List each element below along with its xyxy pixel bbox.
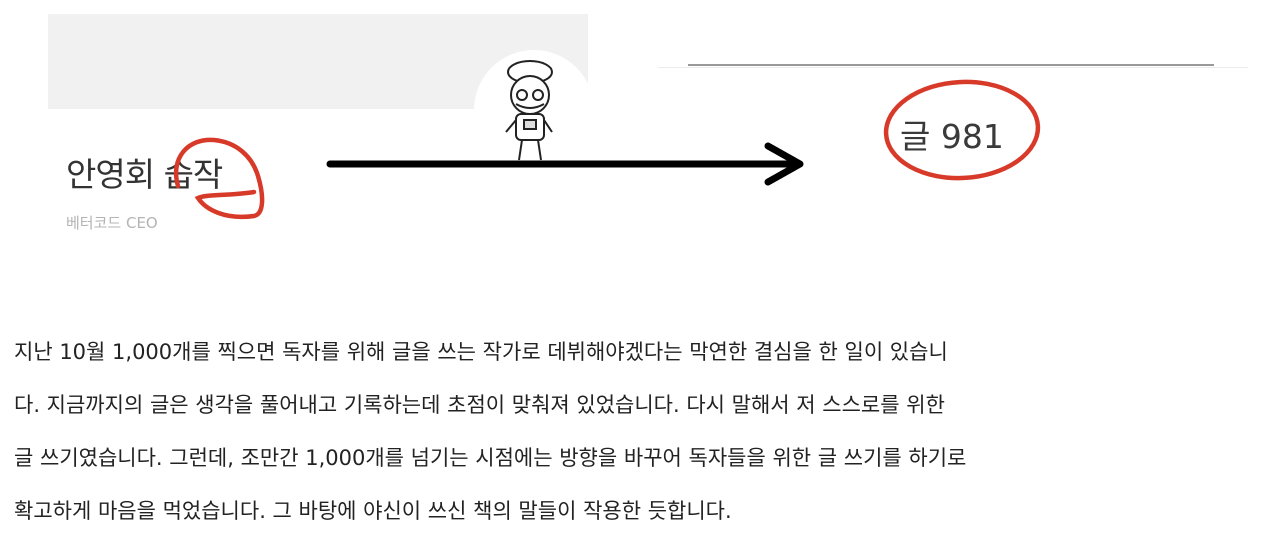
article-body: 지난 10월 1,000개를 찍으면 독자를 위해 글을 쓰는 작가로 데뷔해야… [14, 326, 1270, 538]
article-line: 확고하게 마음을 먹었습니다. 그 바탕에 야신이 쓰신 책의 말들이 작용한 … [14, 499, 732, 523]
post-count-highlight-circle [883, 79, 1041, 181]
article-line: 글 쓰기였습니다. 그런데, 조만간 1,000개를 넘기는 시점에는 방향을 … [14, 446, 967, 470]
cartoon-avatar-icon [505, 60, 553, 161]
article-line: 다. 지금까지의 글은 생각을 풀어내고 기록하는데 초점이 맞춰져 있었습니다… [14, 393, 945, 417]
stats-divider [688, 64, 1214, 66]
annotated-screenshot-figure: 안영회 습작 베터코드 CEO 글 981 [48, 14, 1248, 232]
annotation-overlay [173, 60, 1041, 220]
stats-separator-light [658, 67, 1248, 68]
post-count: 글 981 [900, 117, 1004, 156]
article-line: 지난 10월 1,000개를 찍으면 독자를 위해 글을 쓰는 작가로 데뷔해야… [14, 340, 948, 364]
name-highlight-scribble [173, 137, 265, 220]
profile-name: 안영회 습작 [66, 155, 223, 194]
arrow-right-icon [326, 142, 804, 186]
profile-role: 베터코드 CEO [66, 214, 158, 232]
